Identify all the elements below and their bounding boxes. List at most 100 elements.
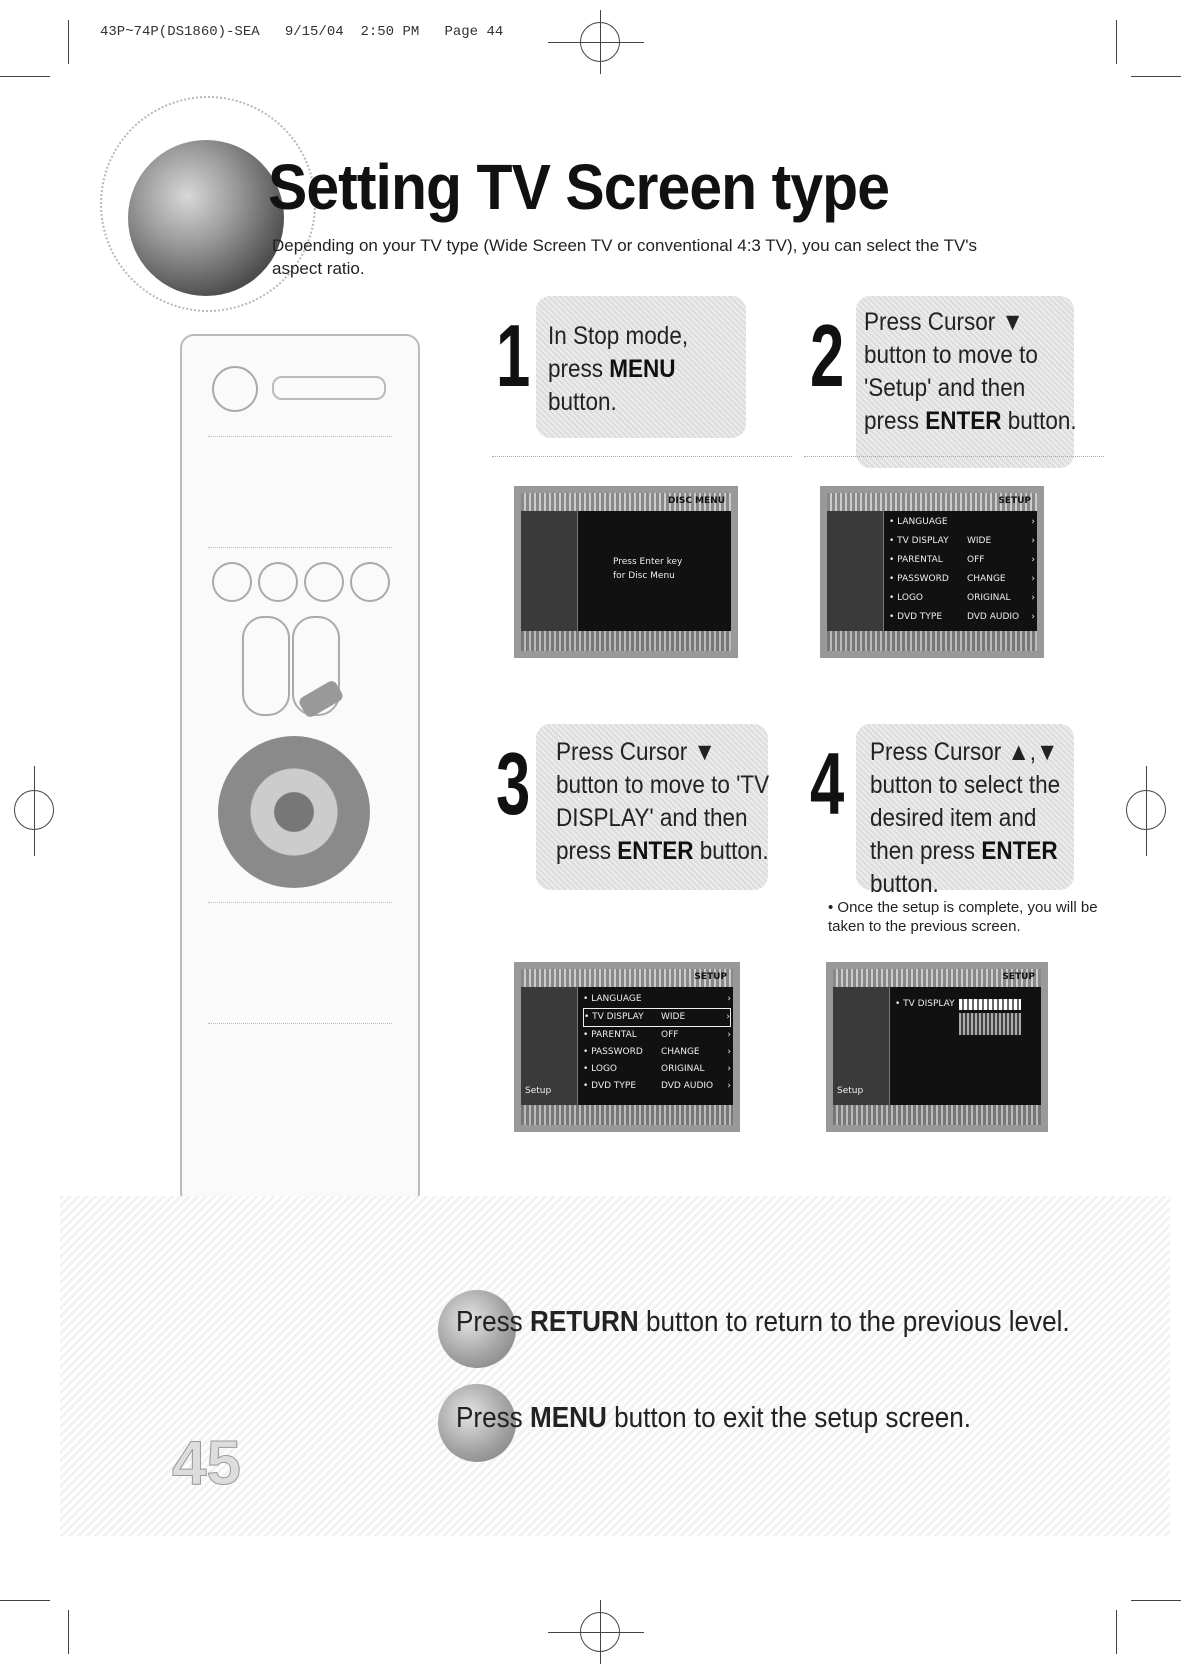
completion-note-text: Once the setup is complete, you will be … xyxy=(828,899,1098,935)
screen-tv-display-options: SETUP Setup • TV DISPLAY xyxy=(826,962,1048,1132)
setup-row: • PARENTAL OFF› xyxy=(889,551,1035,570)
setup-row-name: LOGO xyxy=(591,1064,618,1074)
power-button-icon xyxy=(212,366,258,412)
setup-row: • PASSWORD CHANGE› xyxy=(583,1044,731,1061)
tip-menu-suffix: button to exit the setup screen. xyxy=(606,1402,971,1434)
page-number: 45 xyxy=(172,1429,242,1499)
crop-mark xyxy=(0,1600,50,1601)
volume-rocker-icon xyxy=(242,616,290,716)
setup-row: • TV DISPLAY WIDE› xyxy=(889,532,1035,551)
button-grid xyxy=(208,436,392,548)
step-1-number: 1 xyxy=(496,306,531,405)
divider xyxy=(492,456,792,457)
setup-row: • PARENTAL OFF› xyxy=(583,1027,731,1044)
screen-sidebar xyxy=(521,511,578,631)
setup-row-value: ORIGINAL xyxy=(661,1064,705,1074)
screen-bottom-bar xyxy=(833,1105,1041,1125)
step-3-number: 3 xyxy=(496,734,531,833)
screen-message-line-2: for Disc Menu xyxy=(613,571,675,581)
setup-row: • DVD TYPE DVD AUDIO› xyxy=(583,1078,731,1095)
bullet-icon: • xyxy=(828,899,838,916)
setup-row-name: DVD TYPE xyxy=(897,612,943,622)
screen-setup-tv-display: SETUP Setup • LANGUAGE› • TV DISPLAY WID… xyxy=(514,962,740,1132)
screen-disc-menu: DISC MENU Press Enter key for Disc Menu xyxy=(514,486,738,658)
crop-mark xyxy=(1146,766,1147,856)
step-4-key: ENTER xyxy=(981,837,1058,865)
crop-mark xyxy=(1131,1600,1181,1601)
crop-mark xyxy=(1116,1610,1117,1654)
setup-row-value: CHANGE xyxy=(967,574,1006,584)
tv-display-label: TV DISPLAY xyxy=(903,999,955,1009)
screen-sidebar xyxy=(827,511,884,631)
step-3-instruction: Press Cursor ▼ button to move to 'TV DIS… xyxy=(556,736,772,868)
setup-row-name: PARENTAL xyxy=(897,555,943,565)
print-header: 43P~74P(DS1860)-SEA 9/15/04 2:50 PM Page… xyxy=(100,24,504,40)
step-4-number: 4 xyxy=(810,734,845,833)
tip-menu-key: MENU xyxy=(529,1402,607,1434)
function-button-icon xyxy=(272,376,386,400)
step-2-text: Press Cursor ▼ button to move to 'Setup'… xyxy=(864,308,1038,435)
tip-bubble-icon xyxy=(438,1290,516,1368)
crop-mark xyxy=(0,76,50,77)
crop-mark xyxy=(1131,76,1181,77)
title-halo xyxy=(100,96,316,312)
setup-row-name: TV DISPLAY xyxy=(897,536,949,546)
crop-mark xyxy=(1116,20,1117,64)
step-4-instruction: Press Cursor ▲,▼ button to select the de… xyxy=(870,736,1082,901)
tip-menu-text: Press MENU button to exit the setup scre… xyxy=(456,1402,971,1435)
setup-row-value: DVD AUDIO xyxy=(967,612,1020,622)
step-1-text: In Stop mode, press xyxy=(548,322,689,383)
crop-mark xyxy=(34,766,35,856)
step-1-highlight xyxy=(536,296,746,438)
tip-return-text: Press RETURN button to return to the pre… xyxy=(456,1306,1070,1339)
screen-top-bar xyxy=(521,493,731,511)
crop-mark xyxy=(548,1632,644,1633)
step-2-instruction: Press Cursor ▼ button to move to 'Setup'… xyxy=(864,306,1080,438)
crop-mark xyxy=(68,20,69,64)
tv-display-row: • TV DISPLAY xyxy=(895,999,955,1009)
screen-top-bar xyxy=(521,969,733,987)
screen-top-label: SETUP xyxy=(1002,972,1035,982)
screen-top-bar xyxy=(833,969,1041,987)
screen-side-label: Setup xyxy=(837,1086,864,1096)
screen-sidebar xyxy=(521,987,578,1105)
remote-control-illustration xyxy=(180,334,420,1250)
next-button-icon xyxy=(350,562,390,602)
stop-button-icon xyxy=(258,562,298,602)
step-3-text: Press Cursor ▼ button to move to 'TV DIS… xyxy=(556,738,770,865)
title-sphere xyxy=(128,140,284,296)
option-selected-bar xyxy=(959,999,1021,1010)
option-list xyxy=(959,1013,1021,1035)
setup-row-selected: • TV DISPLAY WIDE› xyxy=(583,1008,731,1027)
page-title: Setting TV Screen type xyxy=(268,151,890,223)
step-2-text-end: button. xyxy=(1001,407,1077,435)
screen-message-line-1: Press Enter key xyxy=(613,557,683,567)
step-2-highlight xyxy=(856,296,1074,468)
play-button-icon xyxy=(304,562,344,602)
screen-top-label: DISC MENU xyxy=(668,496,725,506)
setup-row: • LANGUAGE› xyxy=(889,517,1035,527)
setup-row: • LANGUAGE› xyxy=(583,994,731,1004)
cursor-pad-icon xyxy=(218,736,370,888)
setup-row: • LOGO ORIGINAL› xyxy=(889,589,1035,608)
tip-menu-prefix: Press xyxy=(456,1402,530,1434)
skip-button-icon xyxy=(212,562,252,602)
step-3-highlight xyxy=(536,724,768,890)
setup-row-value: OFF xyxy=(661,1030,679,1040)
intro-text: Depending on your TV type (Wide Screen T… xyxy=(272,236,978,278)
step-3-key: ENTER xyxy=(617,837,694,865)
setup-row: • PASSWORD CHANGE› xyxy=(889,570,1035,589)
setup-row-name: PASSWORD xyxy=(591,1047,643,1057)
step-4-text-end: button. xyxy=(870,870,939,898)
setup-row-name: LOGO xyxy=(897,593,924,603)
tip-return-key: RETURN xyxy=(529,1306,639,1338)
setup-list: • LANGUAGE› • TV DISPLAY WIDE› • PARENTA… xyxy=(889,513,1035,627)
step-4-text: Press Cursor ▲,▼ button to select the de… xyxy=(870,738,1061,865)
screen-top-label: SETUP xyxy=(694,972,727,982)
tuning-rocker-icon xyxy=(292,616,340,716)
setup-row-value: OFF xyxy=(967,555,985,565)
setup-row-name: TV DISPLAY xyxy=(592,1012,644,1022)
setup-row-name: DVD TYPE xyxy=(591,1081,637,1091)
setup-row: • DVD TYPE DVD AUDIO› xyxy=(889,608,1035,627)
step-1-key: MENU xyxy=(609,355,676,383)
